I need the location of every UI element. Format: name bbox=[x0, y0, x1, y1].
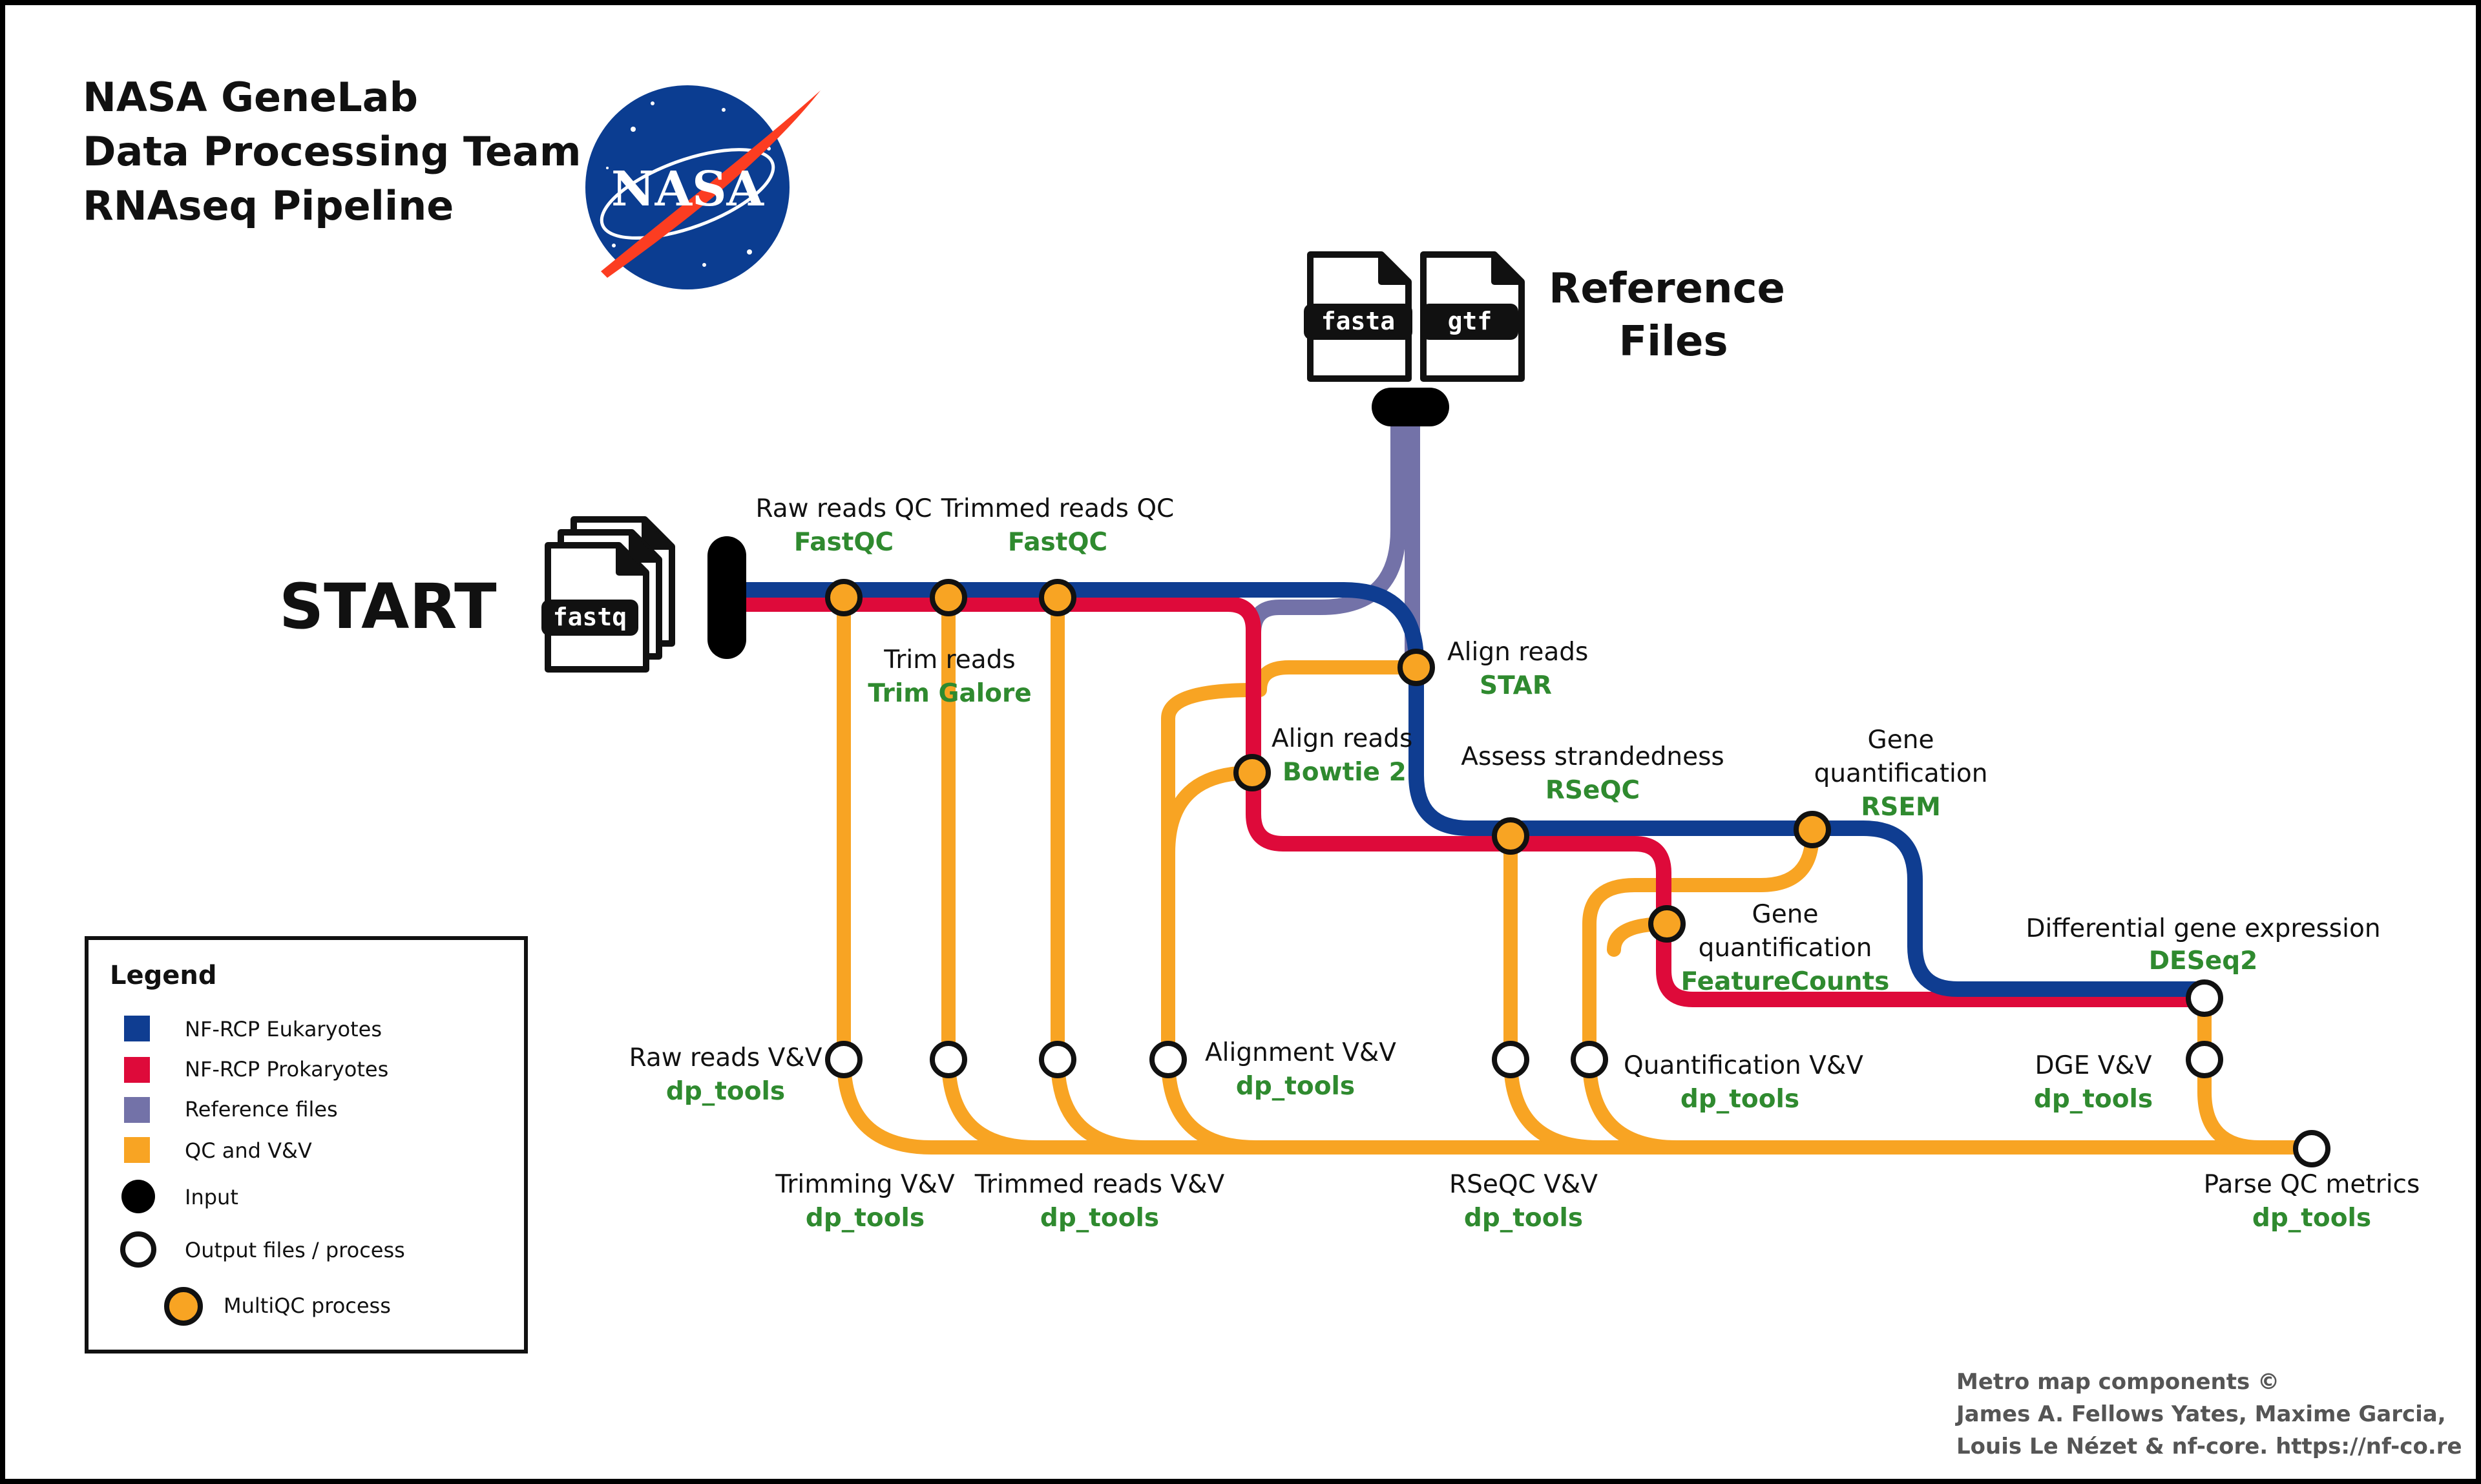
label-align-star: Align reads bbox=[1447, 638, 1588, 667]
station-trimmed-vv bbox=[1039, 1041, 1076, 1078]
title-line-1: NASA GeneLab bbox=[83, 74, 418, 121]
label-raw-qc: Raw reads QC bbox=[756, 494, 932, 523]
legend-swatch-reference bbox=[124, 1097, 150, 1123]
station-trim-vv bbox=[930, 1041, 967, 1078]
eukaryotes-line bbox=[724, 582, 2212, 997]
fastq-file-label: fastq bbox=[553, 603, 627, 631]
tool-align-vv: dp_tools bbox=[1236, 1072, 1355, 1101]
label-trim: Trim reads bbox=[883, 645, 1016, 674]
credits-line-1: Metro map components © bbox=[1956, 1369, 2279, 1395]
title-line-3: RNAseq Pipeline bbox=[83, 182, 454, 229]
label-dge-vv: DGE V&V bbox=[2035, 1051, 2151, 1080]
tool-align-bowtie: Bowtie 2 bbox=[1282, 758, 1407, 787]
legend-label-reference: Reference files bbox=[185, 1097, 338, 1122]
start-label: START bbox=[279, 570, 497, 643]
tool-strandedness: RSeQC bbox=[1545, 776, 1640, 805]
station-quant-rsem bbox=[1794, 811, 1831, 848]
label-quant-rsem-line-1: Gene bbox=[1868, 726, 1934, 755]
station-quant-vv bbox=[1571, 1041, 1608, 1078]
tool-trim: Trim Galore bbox=[868, 679, 1031, 708]
credits-line-2: James A. Fellows Yates, Maxime Garcia, bbox=[1955, 1401, 2446, 1427]
station-dge-vv bbox=[2186, 1041, 2223, 1078]
station-parse-qc bbox=[2293, 1130, 2330, 1167]
nasa-logo: NASA bbox=[585, 85, 821, 289]
tool-trimmed-vv: dp_tools bbox=[1040, 1204, 1159, 1233]
station-strandedness bbox=[1492, 817, 1529, 855]
credits-line-3: Louis Le Nézet & nf-core. https://nf-co.… bbox=[1956, 1434, 2462, 1459]
qc-line-align bbox=[1161, 660, 1423, 1155]
label-raw-vv: Raw reads V&V bbox=[629, 1043, 822, 1072]
prokaryotes-line bbox=[724, 596, 2212, 1007]
nasa-logo-text: NASA bbox=[611, 162, 764, 217]
tool-dge-vv: dp_tools bbox=[2034, 1085, 2153, 1114]
tool-trimmed-qc: FastQC bbox=[1008, 528, 1107, 557]
tool-quant-rsem: RSEM bbox=[1861, 793, 1941, 822]
label-trim-vv: Trimming V&V bbox=[775, 1170, 955, 1199]
reference-title-line-1: Reference bbox=[1549, 265, 1785, 313]
station-raw-qc bbox=[825, 579, 863, 616]
fasta-file-icon: fasta bbox=[1304, 255, 1412, 379]
station-rseqc-vv bbox=[1492, 1041, 1529, 1078]
qc-line-quant bbox=[1582, 826, 1819, 1155]
legend-label-multiqc: MultiQC process bbox=[224, 1293, 391, 1318]
legend-label-qc: QC and V&V bbox=[185, 1138, 312, 1163]
legend-swatch-qc bbox=[124, 1137, 150, 1163]
station-dge bbox=[2186, 979, 2223, 1017]
title-line-2: Data Processing Team bbox=[83, 128, 581, 175]
tool-dge: DESeq2 bbox=[2149, 946, 2258, 976]
legend-swatch-prokaryotes bbox=[124, 1057, 150, 1083]
label-parse-qc: Parse QC metrics bbox=[2204, 1170, 2420, 1199]
station-raw-vv bbox=[825, 1041, 863, 1078]
station-align-bowtie bbox=[1233, 754, 1271, 791]
label-trimmed-qc: Trimmed reads QC bbox=[941, 494, 1175, 523]
station-quant-fc bbox=[1648, 905, 1686, 943]
legend-swatch-input bbox=[121, 1180, 155, 1213]
start-terminal bbox=[707, 536, 746, 659]
station-align-star bbox=[1398, 649, 1435, 686]
tool-quant-vv: dp_tools bbox=[1680, 1085, 1799, 1114]
legend-swatch-eukaryotes bbox=[124, 1016, 150, 1041]
tool-raw-vv: dp_tools bbox=[666, 1077, 785, 1106]
label-dge: Differential gene expression bbox=[2026, 914, 2380, 943]
legend-label-input: Input bbox=[185, 1185, 238, 1209]
station-trim bbox=[930, 579, 967, 616]
fastq-files-icon: fastq bbox=[541, 519, 672, 669]
label-align-vv: Alignment V&V bbox=[1205, 1038, 1396, 1067]
tool-rseqc-vv: dp_tools bbox=[1464, 1204, 1583, 1233]
legend: Legend NF-RCP Eukaryotes NF-RCP Prokaryo… bbox=[85, 936, 528, 1353]
reference-terminal bbox=[1372, 388, 1449, 426]
reference-title-line-2: Files bbox=[1618, 318, 1728, 366]
fasta-file-label: fasta bbox=[1321, 307, 1395, 335]
label-strandedness: Assess strandedness bbox=[1461, 742, 1724, 771]
legend-swatch-output bbox=[120, 1231, 156, 1268]
tool-raw-qc: FastQC bbox=[794, 528, 894, 557]
tool-quant-fc: FeatureCounts bbox=[1681, 967, 1890, 996]
tool-trim-vv: dp_tools bbox=[806, 1204, 925, 1233]
label-quant-fc-line-1: Gene bbox=[1752, 900, 1819, 929]
label-quant-fc-line-2: quantification bbox=[1699, 934, 1872, 963]
qc-line-dge bbox=[2197, 991, 2267, 1155]
tool-parse-qc: dp_tools bbox=[2252, 1204, 2371, 1233]
tool-align-star: STAR bbox=[1480, 671, 1552, 700]
station-trimmed-qc bbox=[1039, 579, 1076, 616]
legend-title: Legend bbox=[110, 961, 217, 990]
legend-label-eukaryotes: NF-RCP Eukaryotes bbox=[185, 1017, 382, 1041]
station-align-vv bbox=[1149, 1041, 1187, 1078]
label-quant-vv: Quantification V&V bbox=[1624, 1051, 1863, 1080]
gtf-file-label: gtf bbox=[1448, 307, 1492, 335]
label-align-bowtie: Align reads bbox=[1272, 724, 1412, 753]
qc-line-bowtie bbox=[1161, 766, 1259, 860]
legend-label-output: Output files / process bbox=[185, 1238, 405, 1262]
legend-label-prokaryotes: NF-RCP Prokaryotes bbox=[185, 1057, 388, 1082]
legend-swatch-multiqc bbox=[164, 1287, 203, 1326]
label-trimmed-vv: Trimmed reads V&V bbox=[974, 1170, 1225, 1199]
label-quant-rsem-line-2: quantification bbox=[1814, 759, 1988, 788]
gtf-file-icon: gtf bbox=[1421, 255, 1522, 379]
label-rseqc-vv: RSeQC V&V bbox=[1449, 1170, 1598, 1199]
